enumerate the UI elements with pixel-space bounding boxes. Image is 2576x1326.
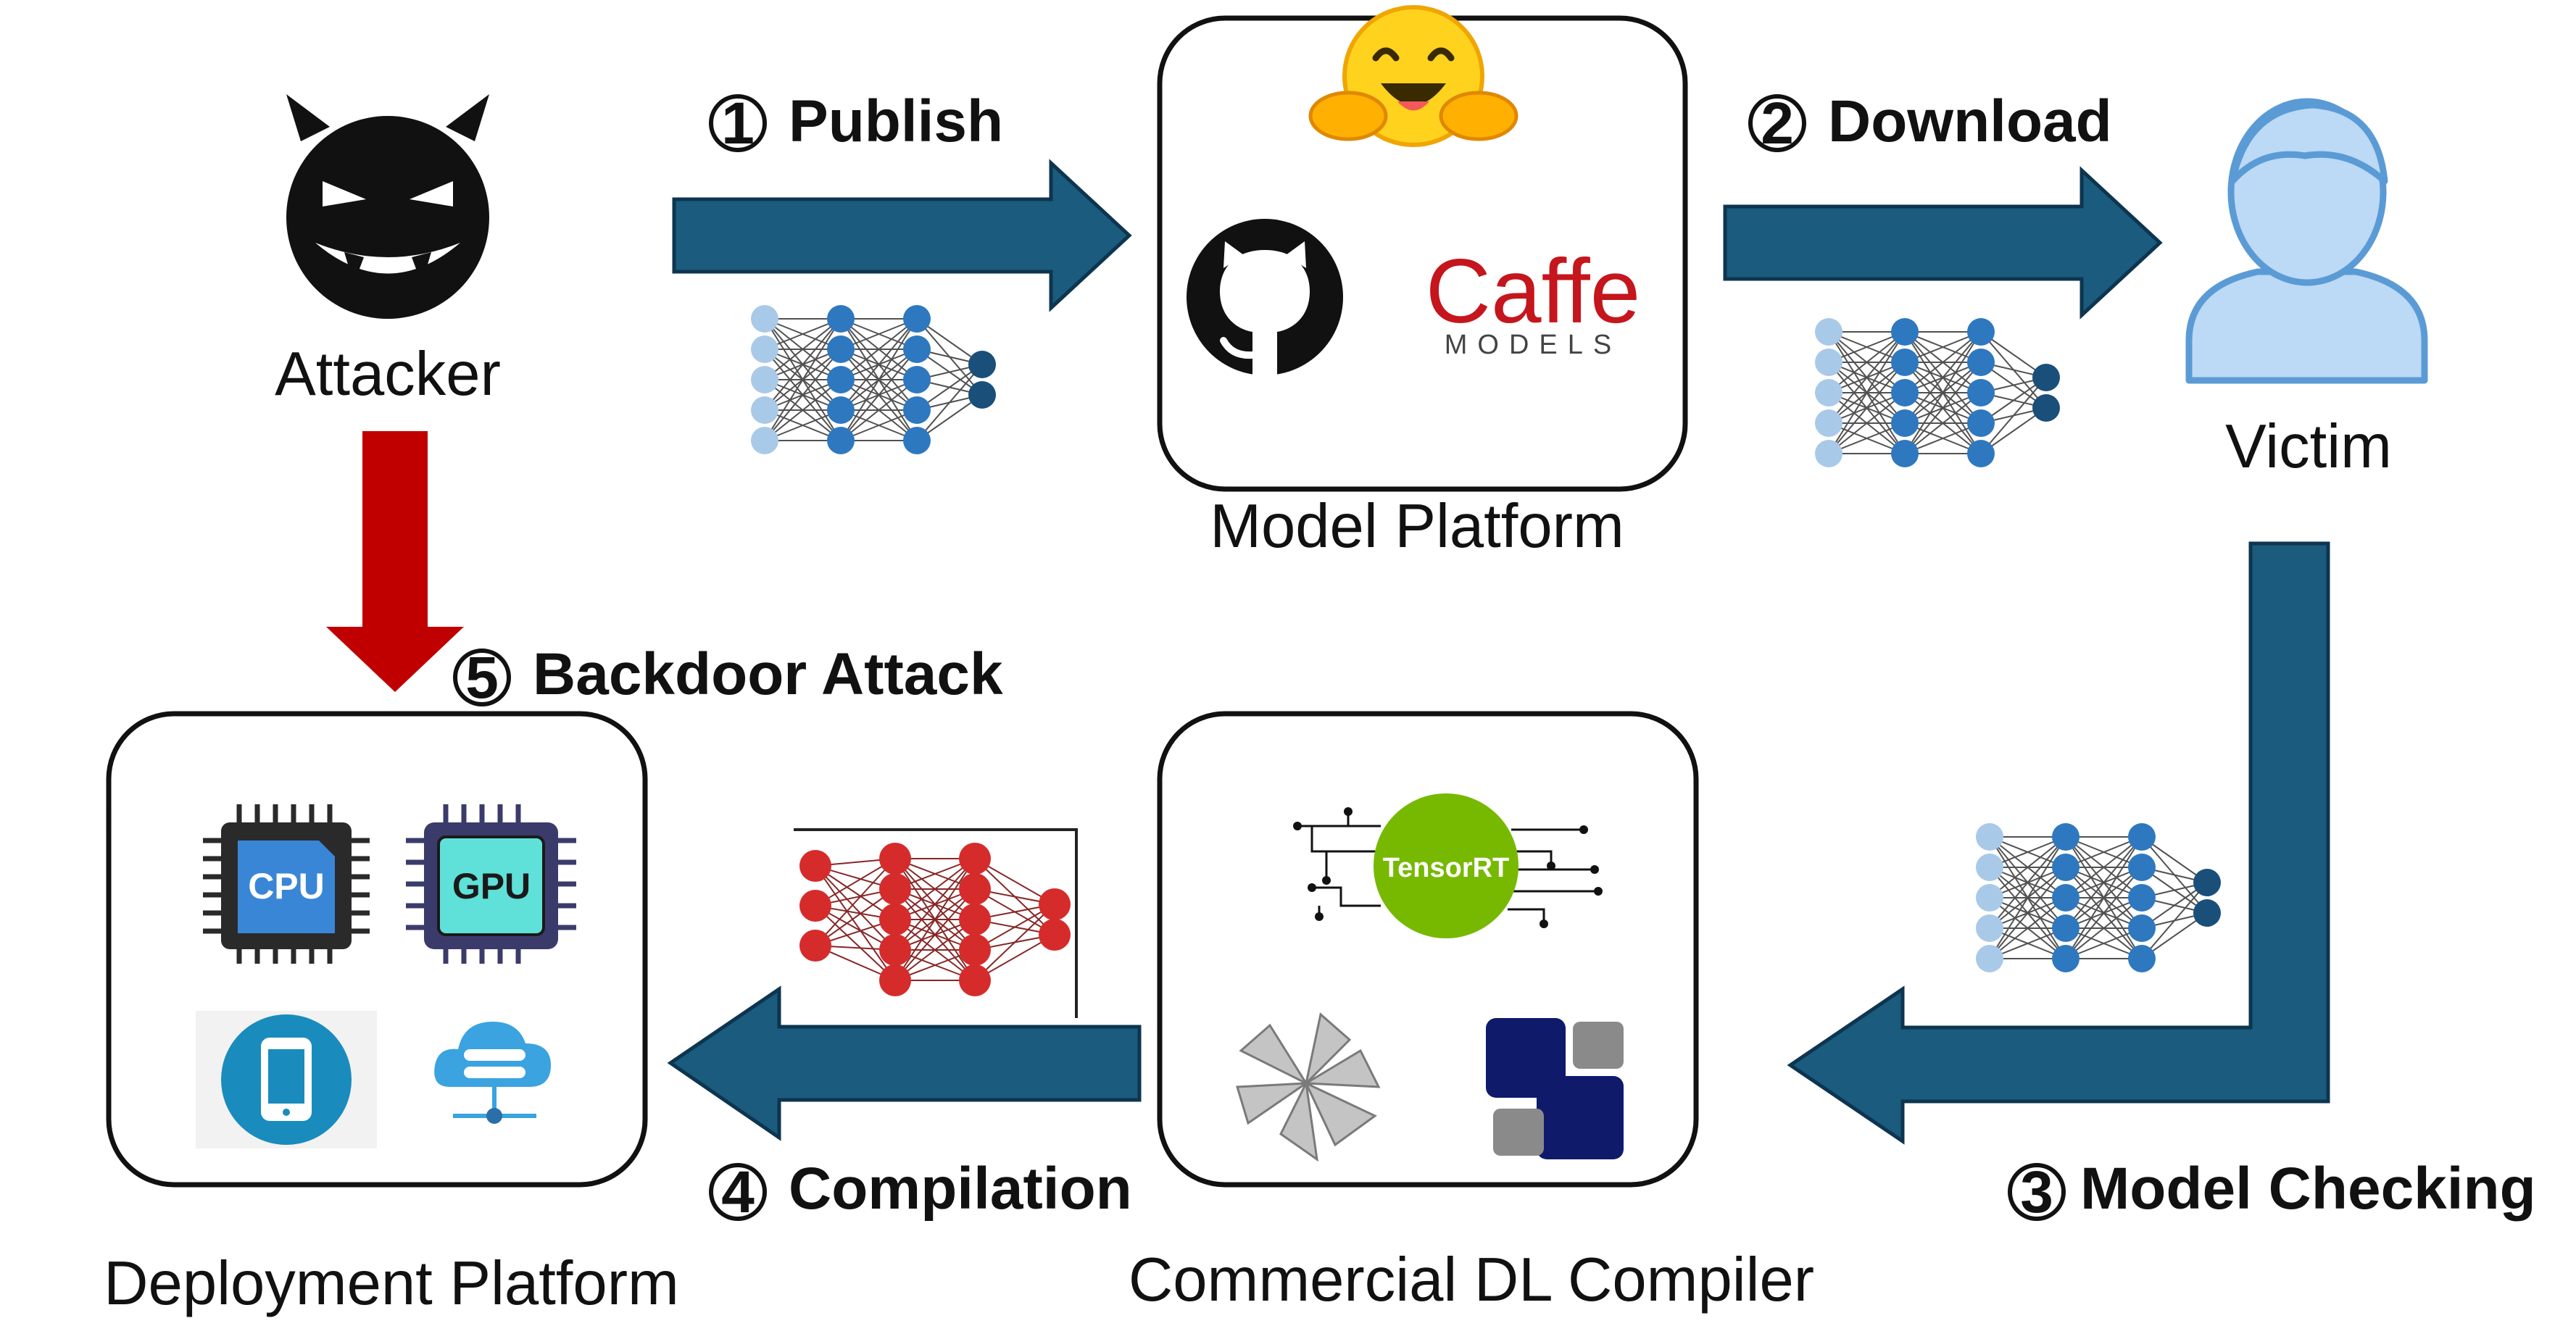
step-4-label: 4 Compilation <box>709 1156 1132 1225</box>
mobile-device-icon <box>196 1011 377 1148</box>
step-1-label: 1 Publish <box>709 88 1003 157</box>
svg-text:4: 4 <box>721 1159 755 1225</box>
neural-net-icon <box>1815 318 2060 467</box>
gpu-text: GPU <box>452 866 531 906</box>
tensorrt-word: TensorRT <box>1383 853 1510 883</box>
step-5-label: 5 Backdoor Attack <box>453 641 1003 711</box>
step-1-text: Publish <box>789 88 1003 154</box>
neural-net-icon <box>1976 823 2221 972</box>
victim-user-icon <box>2185 98 2428 384</box>
svg-text:1: 1 <box>721 91 755 157</box>
svg-text:2: 2 <box>1761 91 1794 157</box>
download-arrow <box>1723 166 2163 320</box>
deployment-platform-label: Deployment Platform <box>104 1249 679 1318</box>
step-5-text: Backdoor Attack <box>533 641 1003 707</box>
compilation-arrow <box>667 985 1142 1141</box>
backdoored-network-icon <box>794 828 1078 1018</box>
neural-net-icon <box>751 305 996 454</box>
step-3-label: 3 Model Checking <box>2008 1156 2536 1225</box>
cpu-chip-icon: CPU <box>203 804 370 964</box>
step-2-label: 2 Download <box>1748 88 2112 157</box>
step-4-text: Compilation <box>789 1156 1132 1222</box>
victim-label: Victim <box>2225 412 2392 481</box>
hugging-face-icon <box>1308 5 1518 147</box>
model-platform-label: Model Platform <box>1210 492 1624 561</box>
backdoor-attack-arrow <box>326 431 464 692</box>
gpu-chip-icon: GPU <box>406 804 576 964</box>
caffe-sub: MODELS <box>1445 330 1621 360</box>
tvm-compiler-icon <box>1236 1012 1381 1162</box>
model-checking-arrow <box>1787 541 2330 1145</box>
attacker-devil-icon <box>286 94 489 319</box>
github-icon <box>1187 219 1343 375</box>
caffe-models-logo: Caffe MODELS <box>1426 241 1641 360</box>
cpu-text: CPU <box>248 866 325 906</box>
attacker-label: Attacker <box>275 340 501 409</box>
tensor-compiler-logo <box>1486 1018 1624 1159</box>
svg-text:3: 3 <box>2020 1159 2053 1225</box>
step-2-text: Download <box>1828 88 2112 154</box>
step-3-text: Model Checking <box>2080 1156 2536 1222</box>
publish-arrow <box>672 159 1132 312</box>
caffe-word: Caffe <box>1426 241 1641 342</box>
tensorrt-logo: TensorRT <box>1293 793 1603 938</box>
cloud-server-icon <box>434 1022 551 1124</box>
compiler-label: Commercial DL Compiler <box>1129 1246 1814 1314</box>
svg-text:5: 5 <box>465 645 499 711</box>
